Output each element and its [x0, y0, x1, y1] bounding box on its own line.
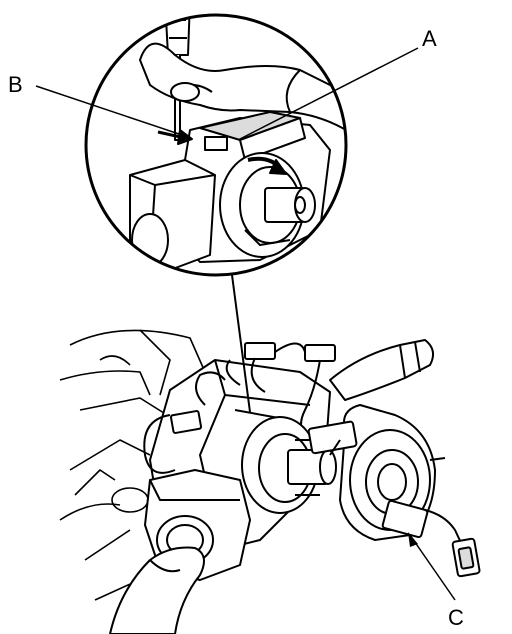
spiral-cable-reel: [307, 404, 481, 578]
push-arrow-icon: [157, 129, 193, 145]
switch-stalk: [300, 339, 435, 441]
inset-connector-line: [231, 274, 251, 413]
leader-arrow-c-icon: [408, 532, 418, 547]
leader-line-a: [237, 47, 419, 141]
callout-label-b: B: [8, 72, 23, 97]
steering-column-assembly: [59, 329, 481, 634]
technician-hand-upper: [139, 42, 346, 131]
leader-line-b: [35, 85, 183, 136]
callout-a-group: A: [237, 26, 437, 141]
technician-hand-lower: [109, 546, 205, 634]
callout-c-group: C: [408, 532, 464, 630]
callout-b-group: B: [8, 72, 183, 136]
detail-inset: [84, 13, 348, 277]
leader-line-c: [409, 534, 456, 601]
cable-reel-collar: [241, 416, 337, 514]
column-housing: [59, 329, 206, 601]
inset-collar: [219, 152, 316, 258]
inset-outline: [84, 13, 348, 277]
callout-label-a: A: [422, 26, 437, 51]
callout-label-c: C: [448, 605, 464, 630]
rotation-arrow-icon: [247, 156, 287, 175]
